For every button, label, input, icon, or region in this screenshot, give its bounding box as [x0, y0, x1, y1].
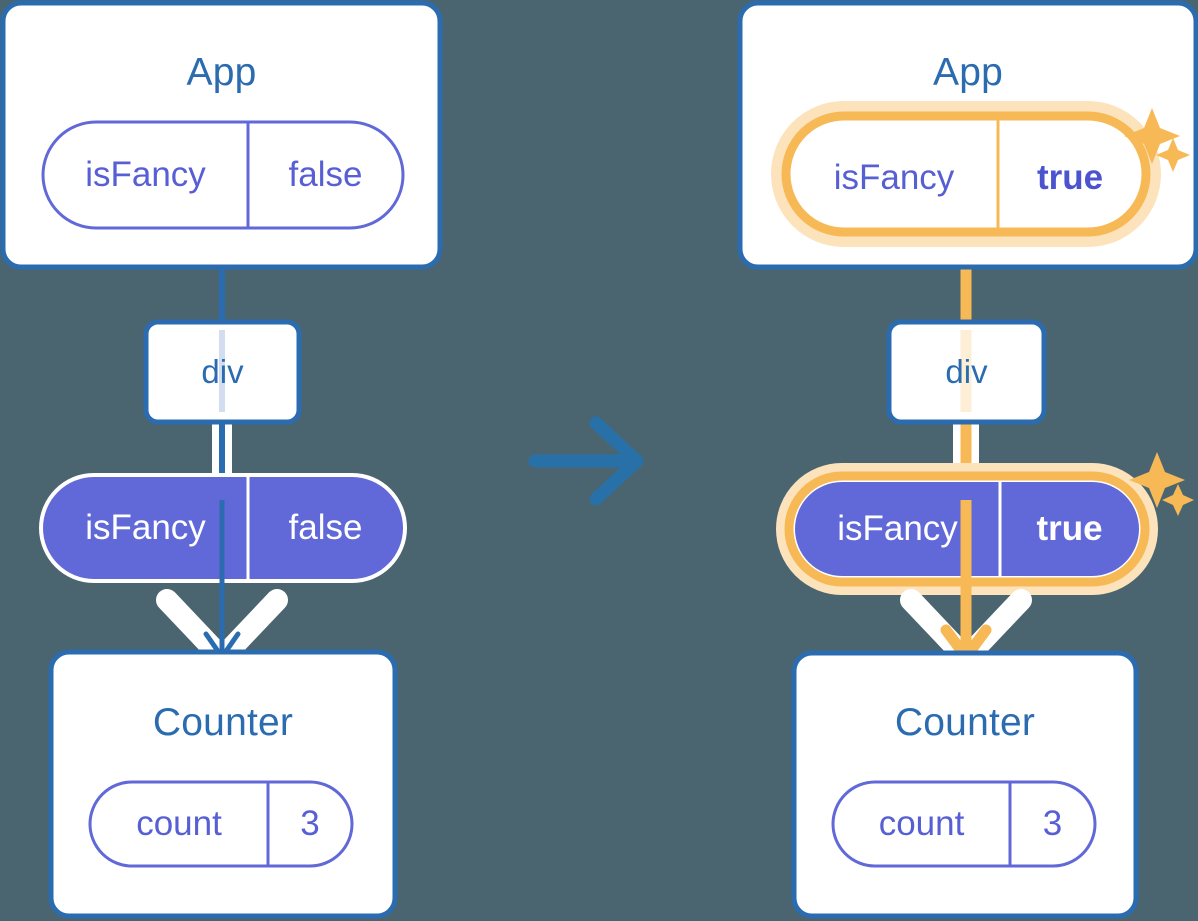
sparkles-icon	[1129, 452, 1194, 516]
sparkles-icon	[1124, 108, 1190, 172]
sparkle-large-icon	[1124, 108, 1180, 164]
arrow-right-icon	[528, 416, 644, 506]
left-app-pill	[41, 120, 405, 230]
sparkle-large-icon	[1129, 452, 1185, 508]
right-counter-pill	[831, 780, 1097, 868]
left-counter-pill	[88, 780, 354, 868]
right-app-pill-ring	[781, 111, 1151, 237]
sparkle-small-icon	[1162, 484, 1194, 516]
sparkle-small-icon	[1156, 138, 1190, 172]
right-app-pill-glow	[771, 101, 1161, 247]
left-white-arrow-left	[156, 589, 233, 669]
left-white-arrow-right	[211, 589, 288, 669]
